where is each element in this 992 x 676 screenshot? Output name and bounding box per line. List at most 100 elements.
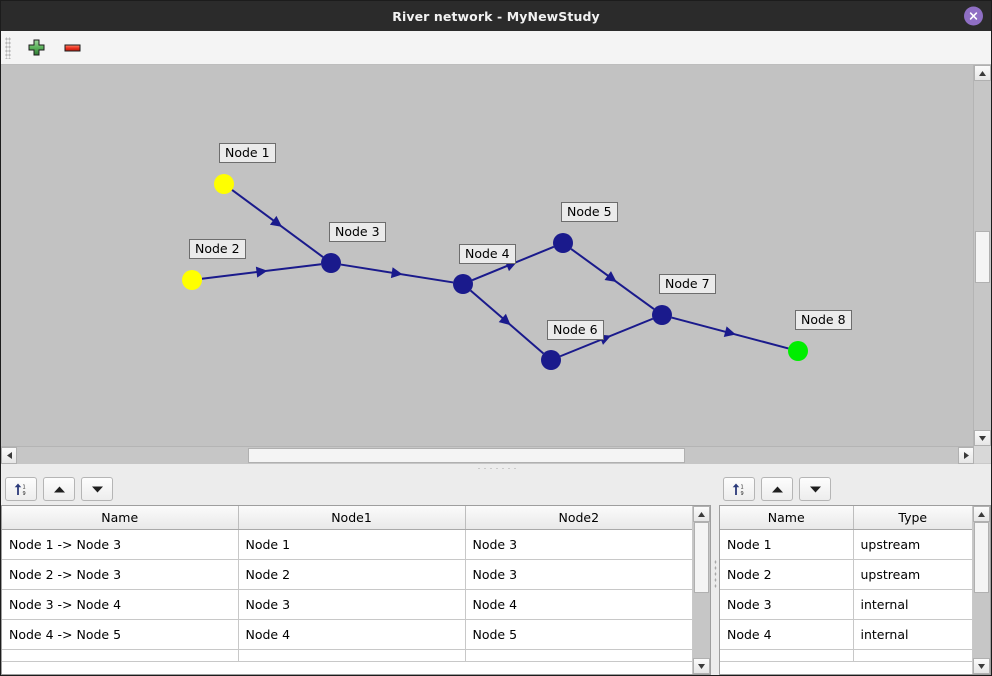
table-row[interactable] (720, 649, 972, 662)
graph-node-label[interactable]: Node 1 (219, 143, 276, 163)
vertical-scroll-thumb[interactable] (975, 231, 990, 284)
table-cell[interactable]: Node 3 (465, 559, 693, 590)
nodes-vertical-scrollbar[interactable] (972, 506, 990, 674)
graph-node[interactable] (652, 305, 672, 325)
graph-node[interactable] (182, 270, 202, 290)
graph-node-label[interactable]: Node 7 (659, 274, 716, 294)
nodes-sort-ascending-icon[interactable]: 1 9 (723, 477, 755, 501)
links-column-header[interactable]: Node1 (238, 506, 466, 530)
links-column-header[interactable]: Node2 (465, 506, 693, 530)
graph-node[interactable] (541, 350, 561, 370)
table-cell[interactable]: upstream (853, 529, 972, 560)
graph-area: Node 1 Node 2 Node 3 Node 4 Node 5 Node 6 Node… (1, 65, 991, 464)
nodes-scroll-down-icon[interactable] (973, 658, 990, 674)
table-cell[interactable]: Node 3 -> Node 4 (2, 589, 239, 620)
nodes-column-header[interactable]: Type (853, 506, 972, 530)
horizontal-splitter[interactable] (1, 463, 991, 473)
graph-node[interactable] (553, 233, 573, 253)
table-cell[interactable]: upstream (853, 559, 972, 590)
scroll-up-icon[interactable] (974, 65, 991, 81)
table-cell[interactable]: internal (853, 589, 972, 620)
table-cell[interactable]: Node 1 (238, 529, 466, 560)
links-scroll-thumb[interactable] (694, 522, 710, 593)
move-down-icon[interactable] (81, 477, 113, 501)
table-cell[interactable]: Node 2 (720, 559, 854, 590)
graph-node-label[interactable]: Node 4 (459, 244, 516, 264)
graph-node-label[interactable]: Node 2 (189, 239, 246, 259)
links-scroll-up-icon[interactable] (693, 506, 710, 522)
graph-node-label[interactable]: Node 5 (561, 202, 618, 222)
graph-node-label[interactable]: Node 3 (329, 222, 386, 242)
nodes-scroll-up-icon[interactable] (973, 506, 990, 522)
table-cell[interactable]: Node 2 -> Node 3 (2, 559, 239, 590)
table-cell[interactable]: Node 1 (720, 529, 854, 560)
table-row[interactable] (2, 649, 693, 662)
table-cell[interactable]: Node 3 (465, 529, 693, 560)
table-cell[interactable] (465, 649, 693, 662)
table-cell[interactable]: Node 2 (238, 559, 466, 590)
graph-horizontal-scrollbar[interactable] (1, 446, 974, 464)
close-icon[interactable] (964, 6, 983, 26)
graph-node[interactable] (788, 341, 808, 361)
vertical-scroll-track[interactable] (974, 81, 991, 430)
sort-ascending-icon[interactable]: 1 9 (5, 477, 37, 501)
network-canvas[interactable]: Node 1 Node 2 Node 3 Node 4 Node 5 Node 6 Node… (1, 65, 973, 446)
table-cell[interactable] (853, 649, 972, 662)
table-cell[interactable]: Node 4 (720, 619, 854, 650)
table-cell[interactable]: Node 1 -> Node 3 (2, 529, 239, 560)
links-scroll-track[interactable] (693, 522, 710, 658)
graph-node[interactable] (214, 174, 234, 194)
nodes-scroll-track[interactable] (973, 522, 990, 658)
table-cell[interactable]: Node 3 (720, 589, 854, 620)
scroll-right-icon[interactable] (958, 447, 974, 464)
graph-node[interactable] (321, 253, 341, 273)
scroll-down-icon[interactable] (974, 430, 991, 446)
links-column-header[interactable]: Name (2, 506, 239, 530)
table-cell[interactable] (720, 649, 854, 662)
delete-node-icon[interactable] (59, 35, 85, 61)
move-up-icon[interactable] (43, 477, 75, 501)
main-toolbar (1, 31, 991, 65)
table-cell[interactable]: Node 4 -> Node 5 (2, 619, 239, 650)
horizontal-scroll-thumb[interactable] (247, 448, 686, 463)
graph-vertical-scrollbar[interactable] (973, 65, 991, 446)
table-cell[interactable] (2, 649, 239, 662)
nodes-scroll-thumb[interactable] (974, 522, 989, 593)
nodes-move-down-icon[interactable] (799, 477, 831, 501)
table-cell[interactable]: Node 3 (238, 589, 466, 620)
links-scroll-down-icon[interactable] (693, 658, 710, 674)
graph-node-label[interactable]: Node 8 (795, 310, 852, 330)
scroll-left-icon[interactable] (1, 447, 17, 464)
toolbar-grip[interactable] (5, 36, 11, 59)
edge-arrow-icon (390, 267, 403, 279)
graph-node-label[interactable]: Node 6 (547, 320, 604, 340)
table-cell[interactable]: Node 4 (465, 589, 693, 620)
svg-text:1: 1 (23, 484, 26, 490)
nodes-column-header[interactable]: Name (720, 506, 854, 530)
links-vertical-scrollbar[interactable] (692, 506, 710, 674)
add-node-icon[interactable] (23, 35, 49, 61)
table-cell[interactable]: Node 5 (465, 619, 693, 650)
svg-text:9: 9 (741, 491, 744, 497)
table-cell[interactable] (238, 649, 466, 662)
nodes-move-up-icon[interactable] (761, 477, 793, 501)
table-cell[interactable]: internal (853, 619, 972, 650)
horizontal-scroll-track[interactable] (17, 447, 958, 464)
table-cell[interactable]: Node 4 (238, 619, 466, 650)
graph-node[interactable] (453, 274, 473, 294)
vertical-splitter[interactable] (711, 473, 719, 675)
